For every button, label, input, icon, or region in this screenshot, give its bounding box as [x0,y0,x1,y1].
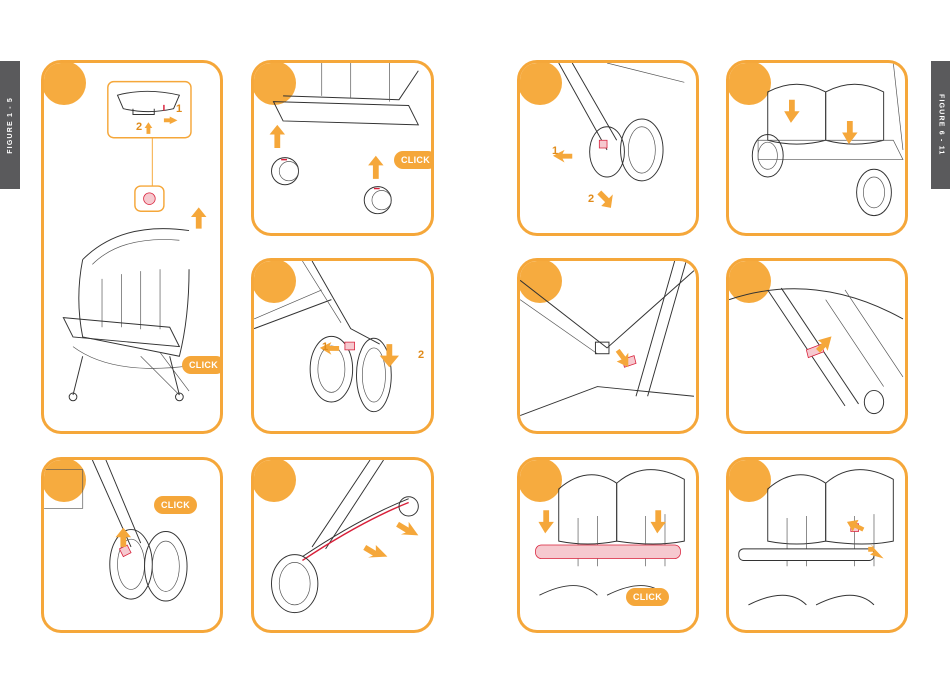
fig-11-panel [726,457,908,633]
step-1-label: 1 [322,341,328,353]
figure-tab-right: FIGURE 6 - 11 [931,61,950,189]
fig-9-illustration [729,261,905,431]
fig-5-illustration [254,460,431,630]
fig-4-illustration [44,460,220,630]
fig-8-panel [517,258,699,434]
fig-3-illustration [254,261,431,431]
click-badge: CLICK [154,496,197,514]
figure-tab-left: FIGURE 1 - 5 [0,61,20,189]
fig-7-illustration [729,63,905,233]
fig-1-illustration [44,63,220,431]
fig-3-panel: 1 2 [251,258,434,434]
figure-tab-right-label: FIGURE 6 - 11 [938,94,945,156]
fig-5-panel [251,457,434,633]
fig-2-illustration [254,63,431,233]
fig-4-panel: CLICK [41,457,223,633]
step-1-label: 1 [552,145,558,157]
step-2-label: 2 [418,349,424,361]
fig-10-illustration [520,460,696,630]
fig-6-panel: 1 2 [517,60,699,236]
fig-1-panel: 1 2 CLICK [41,60,223,434]
fig-10-panel: CLICK [517,457,699,633]
click-badge: CLICK [182,356,223,374]
step-1-label: 1 [176,103,182,115]
click-badge: CLICK [394,151,434,169]
fig-2-panel: CLICK [251,60,434,236]
figure-tab-left-label: FIGURE 1 - 5 [7,97,14,154]
fig-11-illustration [729,460,905,630]
click-badge: CLICK [626,588,669,606]
fig-8-illustration [520,261,696,431]
fig-9-panel [726,258,908,434]
fig-7-panel [726,60,908,236]
step-2-label: 2 [588,193,594,205]
step-2-label: 2 [136,121,142,133]
fig-6-illustration [520,63,696,233]
